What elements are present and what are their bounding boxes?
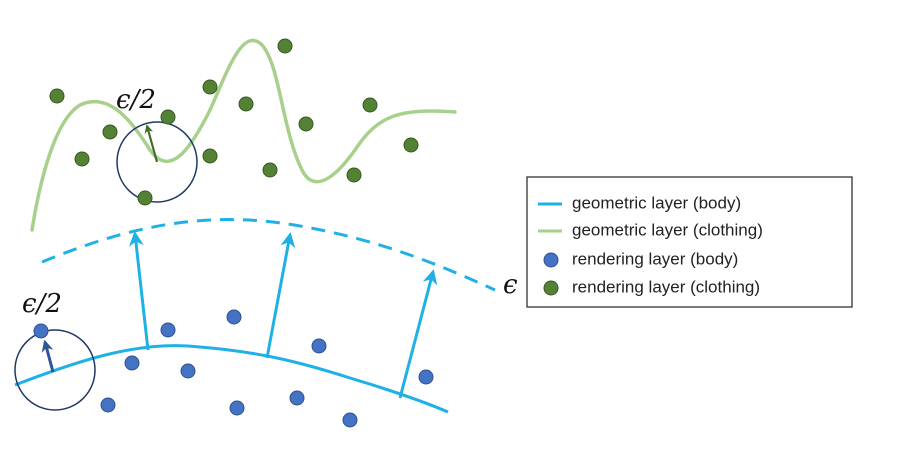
- offset-arrow-1: [128, 231, 150, 351]
- clothing-radius-label: ϵ/2: [116, 85, 156, 115]
- clothing-radius-circle: [116, 121, 198, 203]
- legend-marker-body-dot: [543, 252, 559, 268]
- body-point: [100, 397, 116, 413]
- legend-label-rendering-body: rendering layer (body): [572, 249, 738, 268]
- legend-box: [526, 176, 853, 308]
- body-point: [180, 363, 196, 379]
- clothing-rendering-points: [49, 38, 419, 206]
- clothing-point: [74, 151, 90, 167]
- clothing-point: [277, 38, 293, 54]
- clothing-point: [362, 97, 378, 113]
- body-point: [418, 369, 434, 385]
- offset-epsilon-label: ϵ: [503, 270, 518, 300]
- legend-label-geometric-clothing: geometric layer (clothing): [572, 220, 763, 239]
- clothing-point: [160, 109, 176, 125]
- body-point: [289, 390, 305, 406]
- clothing-point: [298, 116, 314, 132]
- body-point: [160, 322, 176, 338]
- clothing-point: [403, 137, 419, 153]
- legend-marker-clothing-dot: [543, 280, 559, 296]
- legend-label-rendering-clothing: rendering layer (clothing): [572, 277, 760, 296]
- clothing-point: [202, 79, 218, 95]
- offset-arrow-2: [265, 232, 296, 359]
- body-geometric-curve: [14, 344, 449, 414]
- body-radius-label: ϵ/2: [22, 289, 62, 319]
- body-rendering-points: [33, 309, 434, 428]
- clothing-geometric-curve: [30, 38, 457, 232]
- body-offset-dashed-curve: [41, 218, 496, 292]
- clothing-point: [49, 88, 65, 104]
- body-point: [311, 338, 327, 354]
- clothing-point: [202, 148, 218, 164]
- body-point: [124, 355, 140, 371]
- legend-label-geometric-body: geometric layer (body): [572, 193, 741, 212]
- clothing-point: [262, 162, 278, 178]
- body-point: [226, 309, 242, 325]
- body-radius-arrow: [41, 339, 55, 373]
- offset-arrow-3: [398, 269, 438, 399]
- clothing-point: [137, 190, 153, 206]
- clothing-point: [238, 96, 254, 112]
- body-point: [342, 412, 358, 428]
- body-radius-circle: [14, 329, 96, 411]
- legend: geometric layer (body) geometric layer (…: [526, 176, 853, 308]
- clothing-point: [346, 167, 362, 183]
- body-point: [229, 400, 245, 416]
- clothing-point: [102, 124, 118, 140]
- clothing-radius-arrow: [144, 124, 159, 163]
- body-point: [33, 323, 49, 339]
